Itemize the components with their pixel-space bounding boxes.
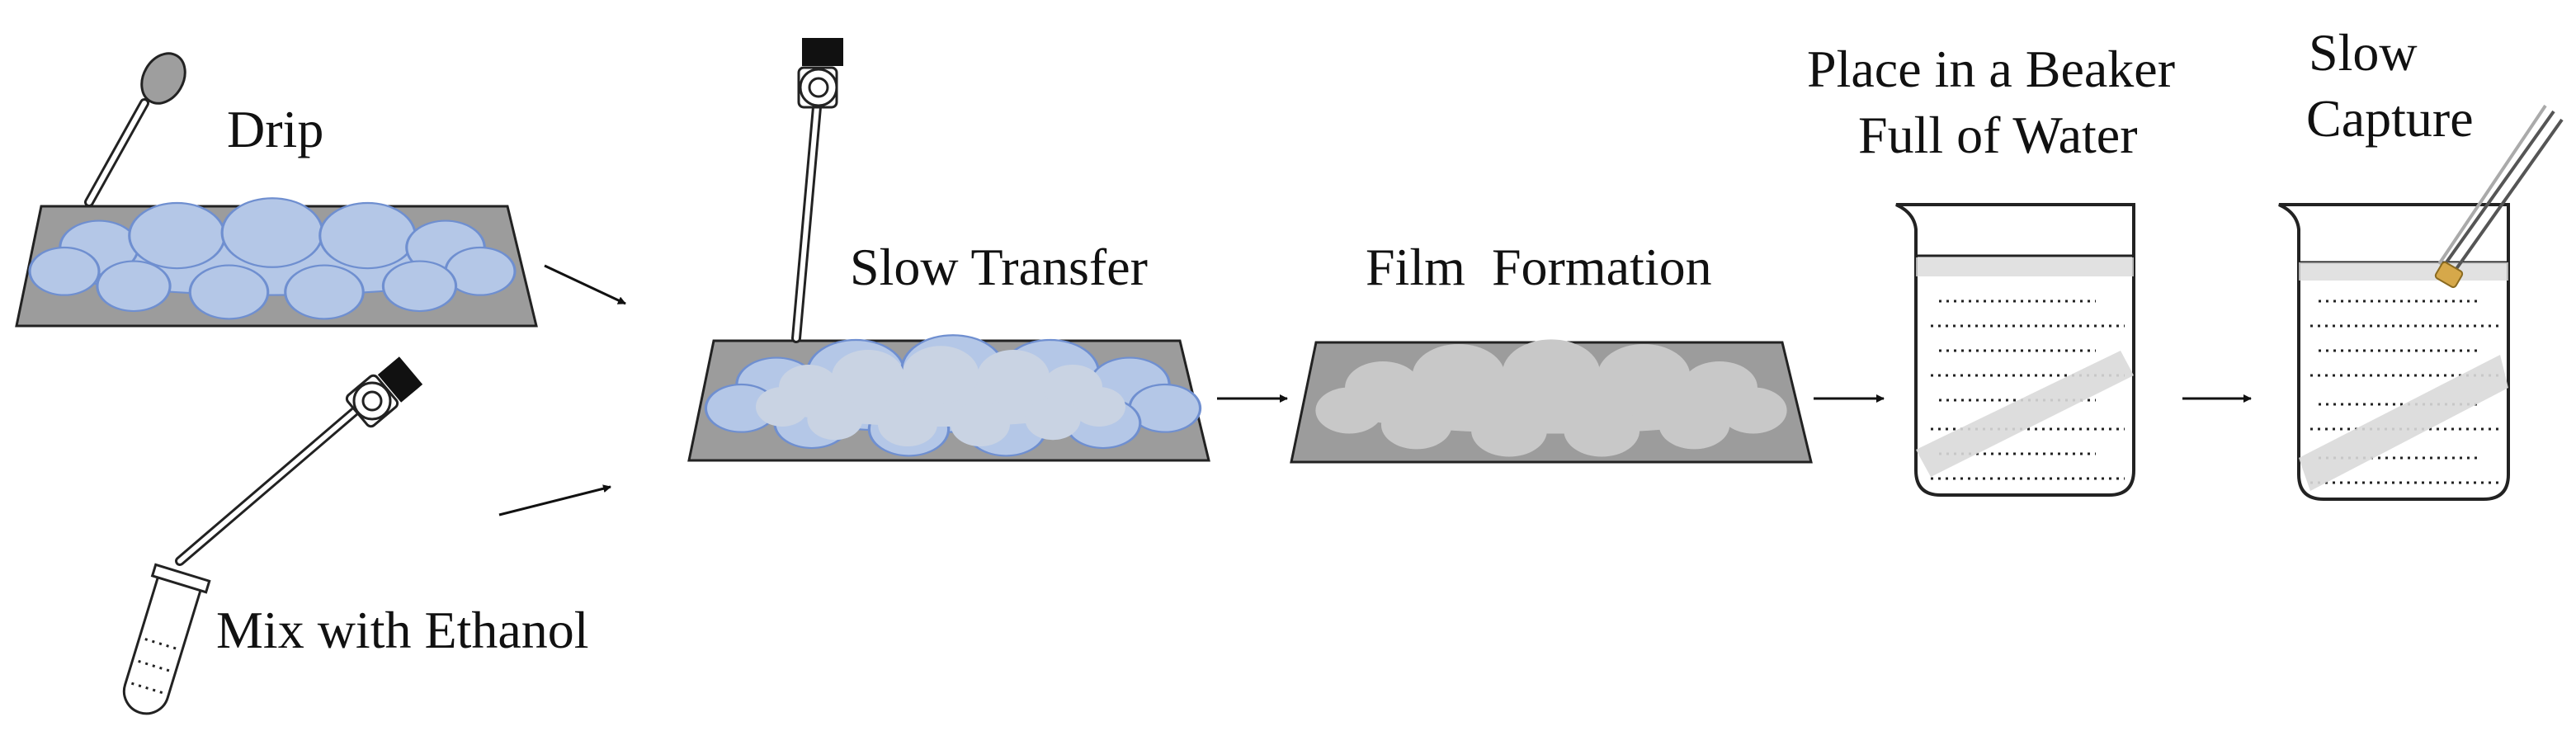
pipette-icon [175, 356, 423, 566]
dropper-icon [84, 52, 186, 207]
test-tube-icon [122, 563, 211, 715]
film-formation-label: Film Formation [1366, 238, 1712, 296]
film-formation-step: Film Formation [1290, 238, 1813, 464]
arrow-mix-to-transfer [498, 484, 611, 517]
slow-capture-step: Slow Capture [2278, 23, 2564, 501]
drip-label: Drip [227, 100, 323, 158]
captured-film-piece [2434, 261, 2464, 289]
drip-step: Drip [15, 52, 538, 328]
beaker-icon [1895, 203, 2135, 497]
slow-transfer-step: Slow Transfer [687, 38, 1210, 462]
beaker-surface-film [1916, 257, 2134, 276]
mix-step: Mix with Ethanol [122, 356, 589, 715]
capture-label-line1: Slow [2309, 23, 2418, 82]
arrow-drip-to-transfer [544, 264, 626, 305]
capture-label-line2: Capture [2306, 89, 2474, 148]
beaker-label-line1: Place in a Beaker [1807, 40, 2175, 98]
beaker-label-line2: Full of Water [1858, 106, 2138, 164]
slow-transfer-label: Slow Transfer [850, 238, 1148, 296]
capture-substrate-strip [2299, 355, 2508, 491]
tweezers-icon [2437, 104, 2564, 274]
capture-surface-film [2299, 262, 2508, 281]
beaker-step: Place in a Beaker Full of Water [1807, 40, 2175, 497]
capture-beaker-icon [2278, 203, 2510, 501]
transfer-pipette-icon [791, 38, 843, 343]
mix-label: Mix with Ethanol [216, 601, 589, 659]
beaker-substrate-strip [1916, 351, 2134, 477]
